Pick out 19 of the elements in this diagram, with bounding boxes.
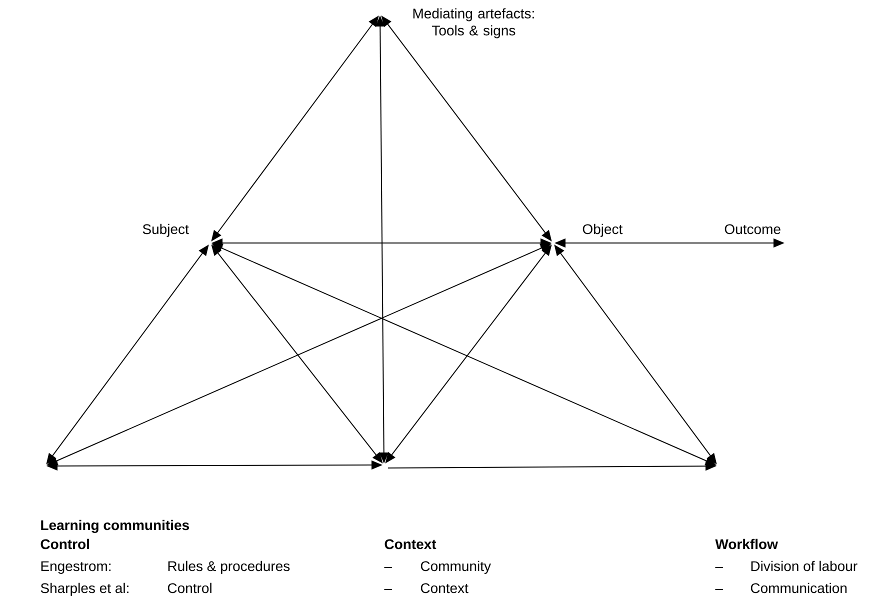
table-text: –: [384, 566, 392, 568]
table-text: Community: [420, 560, 491, 574]
table-text: Division of labour: [751, 560, 858, 572]
table-text: Sharples et al:: [40, 582, 128, 596]
vertex-label: Learning communities Control: [40, 520, 189, 550]
table-text: –: [715, 588, 723, 590]
table-text: Engestrom:: [41, 561, 111, 574]
vertex-label: Context: [384, 539, 436, 550]
table-text: –: [715, 566, 723, 568]
table-text: Rules & procedures: [168, 560, 290, 574]
table-text: –: [384, 588, 392, 590]
vertex-label: Subject: [142, 224, 189, 237]
table-text: Context: [420, 583, 468, 594]
vertex-label: Workflow: [715, 538, 778, 550]
vertex-label: Object: [582, 224, 623, 237]
table-text: Communication: [750, 582, 847, 594]
vertex-label: Outcome: [724, 224, 780, 234]
table-text: Control: [168, 582, 212, 594]
vertex-label: Mediating artefacts: Tools & signs: [413, 8, 534, 38]
